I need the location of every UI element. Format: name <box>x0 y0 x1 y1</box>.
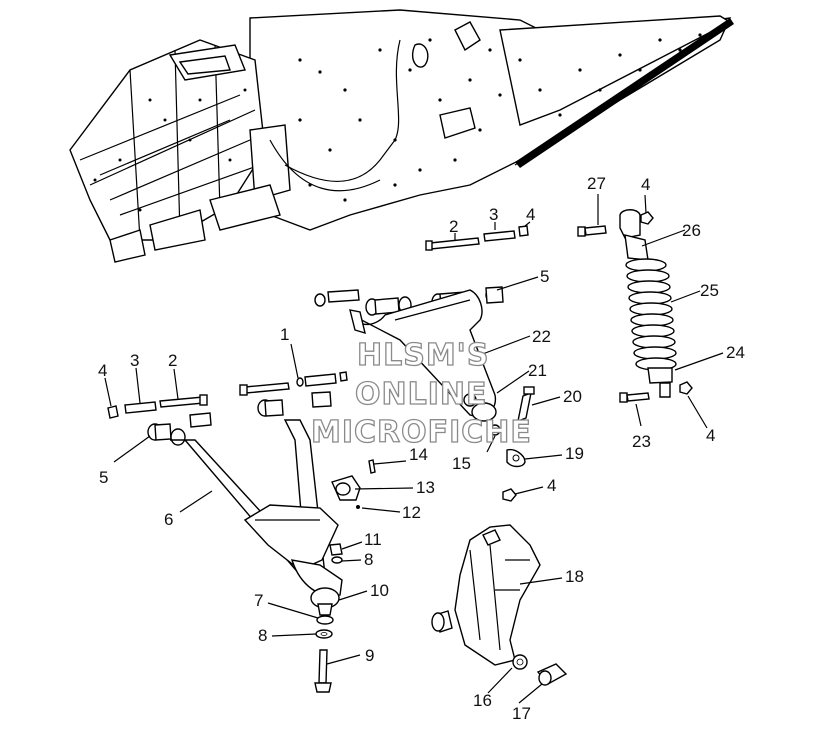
callout-9: 9 <box>365 646 374 665</box>
leader-lines <box>104 194 724 704</box>
callout-5: 5 <box>99 468 108 487</box>
callout-4: 4 <box>706 426 715 445</box>
callout-26: 26 <box>682 221 701 240</box>
callout-18: 18 <box>565 567 584 586</box>
callout-8: 8 <box>258 626 267 645</box>
chassis-frame <box>69 9 734 263</box>
callout-16: 16 <box>473 691 492 710</box>
callout-12: 12 <box>402 503 421 522</box>
callout-2: 2 <box>449 217 458 236</box>
callout-4: 4 <box>641 175 650 194</box>
callout-1: 1 <box>280 325 289 344</box>
shock-spring <box>625 258 677 371</box>
callout-24: 24 <box>726 343 745 362</box>
lower-a-arm-assembly <box>107 371 517 693</box>
spindle-assembly <box>431 524 568 686</box>
callout-23: 23 <box>632 432 651 451</box>
callout-22: 22 <box>532 327 551 346</box>
callout-20: 20 <box>563 387 582 406</box>
callout-25: 25 <box>700 281 719 300</box>
watermark-line-1: HLSM'S <box>357 338 489 373</box>
callout-2: 2 <box>168 351 177 370</box>
callout-8: 8 <box>364 550 373 569</box>
callout-21: 21 <box>528 361 547 380</box>
upper-a-arm-assembly <box>314 225 535 468</box>
callout-13: 13 <box>416 478 435 497</box>
callout-3: 3 <box>130 351 139 370</box>
callout-19: 19 <box>565 444 584 463</box>
callout-3: 3 <box>489 205 498 224</box>
callout-14: 14 <box>409 445 428 464</box>
callout-4: 4 <box>547 476 556 495</box>
callout-15: 15 <box>452 454 471 473</box>
callout-11: 11 <box>364 530 382 549</box>
callout-6: 6 <box>164 510 173 529</box>
callout-10: 10 <box>370 581 389 600</box>
callout-4: 4 <box>526 205 535 224</box>
shock-absorber-assembly <box>577 209 693 403</box>
callout-7: 7 <box>254 591 263 610</box>
callout-27: 27 <box>587 174 606 193</box>
callout-17: 17 <box>512 704 531 723</box>
watermark: HLSM'S ONLINE MICROFICHE <box>310 337 532 450</box>
callout-4: 4 <box>98 361 107 380</box>
watermark-line-3: MICROFICHE <box>311 415 532 450</box>
watermark-line-2: ONLINE <box>355 377 488 412</box>
callout-5: 5 <box>540 267 549 286</box>
callout-numbers: 1 2 3 4 5 22 21 20 15 19 4 18 16 17 27 4… <box>98 174 745 723</box>
